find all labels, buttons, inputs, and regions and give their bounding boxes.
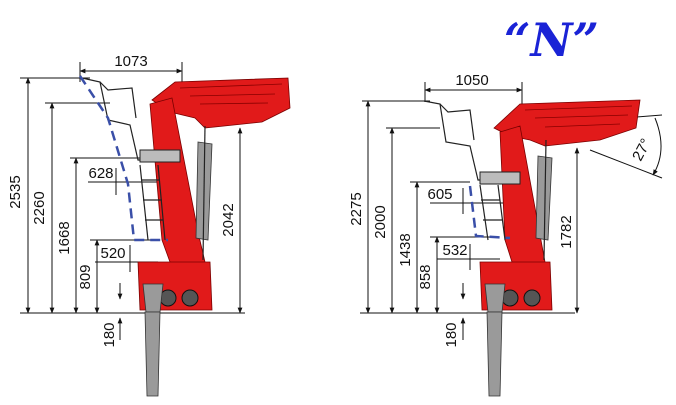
seat-frame-right — [423, 100, 505, 181]
boom-shading — [179, 83, 283, 105]
dim-label-platform-offset-right: 532 — [442, 242, 467, 259]
left-crane-diagram: 2535 2260 1668 809 2042 180 1073 628 520 — [7, 53, 291, 397]
support-post — [144, 311, 161, 397]
dim-label-post-offset: 180 — [101, 322, 118, 347]
base-valve-right — [181, 289, 199, 307]
dim-label-seat-offset-right: 605 — [427, 186, 452, 203]
dim-label-column-height: 2042 — [220, 203, 237, 236]
dim-label-seat-offset: 628 — [88, 165, 113, 182]
dim-label-seat-height-right: 1438 — [397, 233, 414, 266]
operator-platform — [139, 149, 181, 163]
base-block — [142, 283, 164, 313]
cylinder-rod-right — [543, 139, 547, 261]
right-crane-diagram: 2275 2000 1438 858 1782 180 1050 605 532… — [348, 72, 663, 397]
hydraulic-cylinder-right — [535, 155, 553, 241]
dim-label-platform-offset: 520 — [100, 245, 125, 262]
operator-platform-right — [479, 171, 521, 185]
seat-backrest-right — [439, 103, 475, 141]
upper-boom-arm — [151, 77, 291, 129]
support-post-right — [486, 311, 503, 397]
dim-label-seat-height: 1668 — [56, 221, 73, 254]
angle-arc — [652, 117, 662, 176]
dim-label-top-width-right: 1050 — [455, 72, 488, 89]
seat-backrest — [99, 81, 137, 119]
base-block-right — [484, 283, 506, 313]
base-valve-right-right — [523, 289, 541, 307]
dim-label-base-height-right: 858 — [417, 264, 434, 289]
ladder-rails-right — [479, 184, 506, 241]
reach-envelope-right — [468, 185, 511, 240]
dim-label-total-height-right: 2275 — [348, 192, 365, 225]
variant-label-n: “N” — [504, 13, 599, 67]
angle-line-a — [589, 149, 663, 179]
dim-label-height-2: 2260 — [31, 191, 48, 224]
reach-envelope — [78, 75, 168, 242]
ladder-rungs — [141, 179, 163, 221]
dim-label-height-2-right: 2000 — [372, 205, 389, 238]
dim-label-column-height-right: 1782 — [558, 215, 575, 248]
dim-label-angle: 27° — [629, 136, 655, 164]
dim-label-post-offset-right: 180 — [443, 322, 460, 347]
dim-label-top-width: 1073 — [114, 53, 147, 70]
ladder-rails — [139, 164, 166, 241]
boom-shading-right — [524, 105, 633, 128]
cylinder-rod — [202, 125, 206, 261]
dim-label-base-height: 809 — [77, 264, 94, 289]
ladder-rungs-right — [481, 199, 502, 221]
dim-label-total-height: 2535 — [7, 175, 24, 208]
